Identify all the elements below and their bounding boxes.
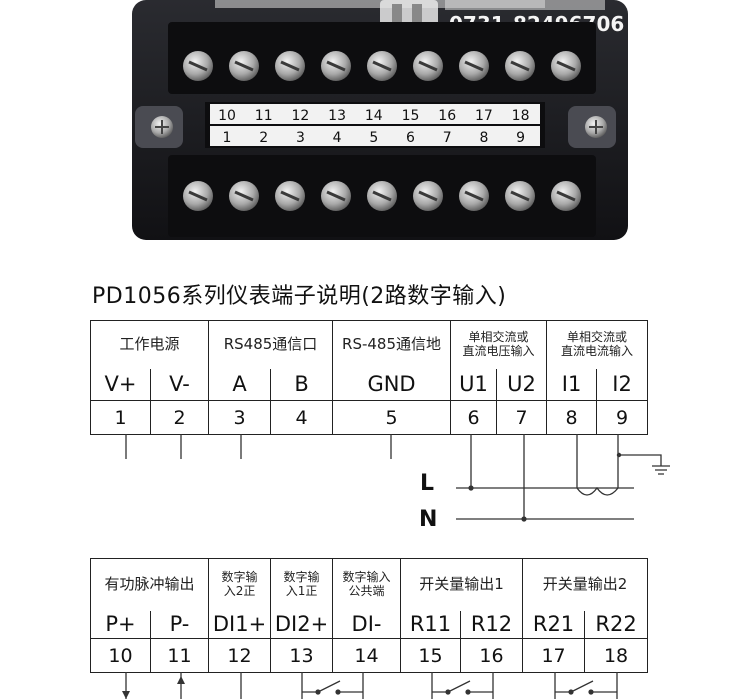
terminal-number: 5	[332, 400, 452, 435]
strip-number-top: 15	[402, 108, 420, 124]
relay1-switch-icon	[447, 680, 471, 693]
group-rs485-gnd: RS-485通信地	[332, 320, 452, 369]
group-power: 工作电源	[89, 320, 210, 369]
strip-number-bottom: 9	[516, 130, 525, 146]
group-di2-positive: 数字输 入2正	[208, 558, 272, 611]
junction-6	[468, 485, 474, 491]
arrow-up-icon	[177, 676, 185, 684]
terminal-number: 17	[522, 638, 586, 673]
mount-bracket-left	[135, 106, 183, 148]
group-relay-output-2: 开关量输出2	[522, 558, 649, 611]
terminal-number: 14	[332, 638, 402, 673]
terminal-symbol: R21	[522, 610, 586, 639]
line-label-N: N	[419, 507, 438, 532]
terminal-symbol: DI2+	[270, 610, 334, 639]
ct-coil-icon	[576, 486, 619, 496]
terminal-symbol: U2	[496, 368, 548, 401]
strip-number-top: 11	[255, 108, 273, 124]
terminal-strip-top	[210, 104, 540, 124]
terminal-number: 16	[460, 638, 524, 673]
page-title: PD1056系列仪表端子说明(2路数字输入)	[92, 284, 507, 309]
strip-number-top: 18	[512, 108, 530, 124]
ct-leads	[576, 434, 619, 488]
ground-icon	[619, 454, 670, 475]
group-pulse-output: 有功脉冲输出	[89, 558, 210, 611]
strip-number-bottom: 3	[296, 130, 305, 146]
strip-number-bottom: 4	[333, 130, 342, 146]
terminal-table-top: 工作电源 RS485通信口 RS-485通信地 单相交流或 直流电压输入 单相交…	[89, 320, 649, 435]
terminal-number: 11	[149, 638, 210, 673]
di-switch-icon	[317, 680, 341, 693]
terminal-symbol: V-	[149, 368, 210, 401]
terminal-symbol: DI1+	[208, 610, 272, 639]
terminal-symbol: U1	[450, 368, 498, 401]
strip-number-top: 16	[438, 108, 456, 124]
strip-number-top: 10	[218, 108, 236, 124]
product-photo: 0731-82496706 10111213141516171812345678…	[132, 0, 628, 240]
terminal-symbol: I2	[596, 368, 649, 401]
terminal-symbol: R12	[460, 610, 524, 639]
terminal-symbol: B	[270, 368, 334, 401]
terminal-number: 18	[584, 638, 649, 673]
group-rs485: RS485通信口	[208, 320, 334, 369]
arrow-down-icon	[122, 691, 130, 699]
terminal-number: 9	[596, 400, 649, 435]
group-relay-output-1: 开关量输出1	[400, 558, 524, 611]
terminal-number: 7	[496, 400, 548, 435]
terminal-symbol: R22	[584, 610, 649, 639]
di-switch-leads	[301, 672, 364, 699]
terminal-symbol: I1	[546, 368, 598, 401]
terminal-number: 12	[208, 638, 272, 673]
relay2-leads	[554, 672, 618, 699]
strip-number-top: 14	[365, 108, 383, 124]
terminal-number: 6	[450, 400, 498, 435]
group-current-input: 单相交流或 直流电流输入	[546, 320, 649, 369]
terminal-symbol: P+	[90, 610, 151, 639]
group-di-common: 数字输入 公共端	[332, 558, 402, 611]
terminal-number: 15	[400, 638, 462, 673]
terminal-number: 10	[90, 638, 151, 673]
terminal-number: 3	[208, 400, 272, 435]
terminal-symbol: DI-	[332, 610, 402, 639]
group-di1-positive: 数字输 入1正	[270, 558, 334, 611]
terminal-strip-bottom	[210, 126, 540, 146]
strip-number-bottom: 5	[369, 130, 378, 146]
relay1-leads	[431, 672, 494, 699]
terminal-symbol: A	[208, 368, 272, 401]
strip-number-bottom: 7	[443, 130, 452, 146]
terminal-symbol: P-	[149, 610, 210, 639]
terminal-number: 8	[546, 400, 598, 435]
strip-number-top: 12	[291, 108, 309, 124]
terminal-symbol: V+	[90, 368, 151, 401]
terminal-symbol: GND	[332, 368, 452, 401]
junction-ground	[616, 452, 622, 458]
terminal-table-bottom: 有功脉冲输出 数字输 入2正 数字输 入1正 数字输入 公共端 开关量输出1 开…	[89, 558, 649, 673]
strip-number-top: 17	[475, 108, 493, 124]
junction-7	[521, 516, 527, 522]
terminal-symbol: R11	[400, 610, 462, 639]
terminal-number: 13	[270, 638, 334, 673]
strip-number-bottom: 8	[479, 130, 488, 146]
relay2-switch-icon	[570, 680, 594, 693]
strip-number-top: 13	[328, 108, 346, 124]
strip-number-bottom: 6	[406, 130, 415, 146]
terminal-number: 1	[90, 400, 151, 435]
terminal-number: 2	[149, 400, 210, 435]
group-voltage-input: 单相交流或 直流电压输入	[450, 320, 548, 369]
strip-number-bottom: 1	[223, 130, 232, 146]
terminal-number: 4	[270, 400, 334, 435]
mount-bracket-right	[568, 106, 616, 148]
line-label-L: L	[420, 471, 435, 496]
strip-number-bottom: 2	[259, 130, 268, 146]
